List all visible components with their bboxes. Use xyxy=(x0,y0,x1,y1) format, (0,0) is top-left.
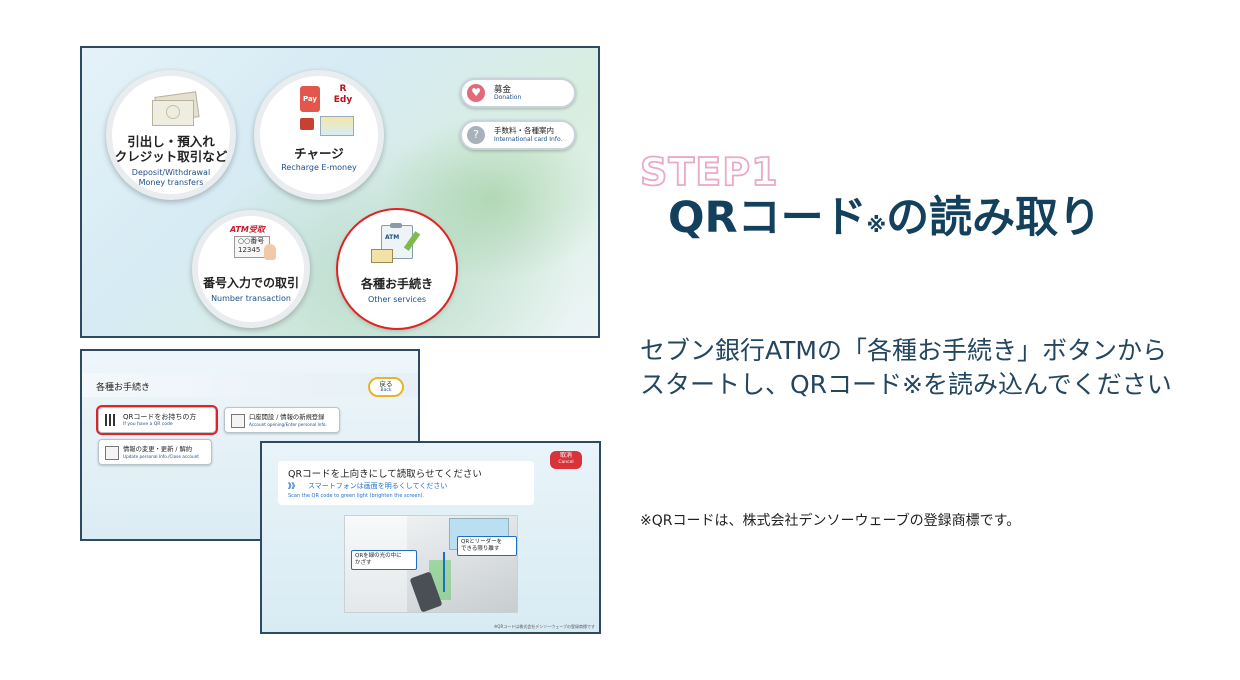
edy-icon: R Edy xyxy=(333,84,353,105)
instruction-panel: QRコードを上向きにして読取らせてください 》》 スマートフォンは画面を明るくし… xyxy=(278,461,534,505)
scan-illustration: QRを緑の光の中に かざす QRとリーダーを できる限り離す xyxy=(344,515,518,613)
donation-en-label: Donation xyxy=(494,94,522,101)
pay-icon: Pay xyxy=(300,86,320,112)
cash-icon xyxy=(152,91,200,126)
qr-code-button[interactable]: QRコードをお持ちの方 If you have a QR code xyxy=(96,405,218,435)
id-card-icon xyxy=(371,249,393,263)
charge-button[interactable]: Pay R Edy チャージ Recharge E-money xyxy=(254,70,384,200)
procedures-title: 各種お手続き xyxy=(96,383,151,393)
withdraw-en-line1: Deposit/Withdrawal xyxy=(131,168,211,177)
heart-icon: ♥ xyxy=(467,84,485,102)
withdraw-label-line1: 引出し・預入れ xyxy=(127,134,215,149)
procedures-header-bar xyxy=(82,373,418,397)
step-label: STEP1 xyxy=(639,149,779,195)
question-icon: ? xyxy=(467,126,485,144)
trademark-note: ※QRコードは、株式会社デンソーウェーブの登録商標です。 xyxy=(640,513,1021,529)
cancel-button[interactable]: 取消 Cancel xyxy=(550,451,582,469)
account-opening-button[interactable]: 口座開設 / 情報の新規登録 Account opening/Enter per… xyxy=(224,407,340,433)
prepaid-card-icon xyxy=(320,116,354,136)
update-info-button[interactable]: 情報の変更・更新 / 解約 Update personal Info./Clos… xyxy=(98,439,212,465)
back-en-label: Back xyxy=(380,388,392,393)
update-info-en-label: Update personal Info./Close account xyxy=(123,454,199,459)
donation-label: 募金 xyxy=(494,85,512,95)
headline: QRコード※の読み取り xyxy=(668,190,1128,253)
fees-info-button[interactable]: ? 手数料・各種案内 International card Info. xyxy=(460,120,576,150)
up-down-arrow-icon xyxy=(443,552,445,592)
withdraw-deposit-button[interactable]: 引出し・預入れ クレジット取引など Deposit/Withdrawal Mon… xyxy=(106,70,236,200)
finger-icon xyxy=(264,244,276,260)
ic-card-icon xyxy=(300,118,314,130)
other-services-button[interactable]: ATM 各種お手続き Other services xyxy=(336,208,458,330)
form-icon xyxy=(231,414,245,428)
screen-footnote: ※QRコードは株式会社デンソーウェーブの登録商標です xyxy=(493,624,595,629)
callout-left: QRを緑の光の中に かざす xyxy=(351,550,417,570)
headline-part-b: の読み取り xyxy=(886,193,1102,243)
instruction-text: QRコードを上向きにして読取らせてください xyxy=(288,469,482,480)
number-transaction-label: 番号入力での取引 xyxy=(202,276,299,290)
headline-trademark-mark: ※ xyxy=(866,213,887,237)
charge-label: チャージ xyxy=(294,146,344,161)
qr-code-en-label: If you have a QR code xyxy=(123,422,173,427)
atm-main-menu-screen: 引出し・預入れ クレジット取引など Deposit/Withdrawal Mon… xyxy=(80,46,600,338)
fees-en-label: International card Info. xyxy=(494,136,563,143)
update-info-label: 情報の変更・更新 / 解約 xyxy=(123,446,193,453)
number-transaction-button[interactable]: ATM受取 ○○番号 12345 番号入力での取引 Number transac… xyxy=(192,210,310,328)
cancel-en-label: Cancel xyxy=(558,460,574,465)
brighten-marker: 》》 xyxy=(288,482,299,490)
charge-en-label: Recharge E-money xyxy=(281,163,357,172)
donation-button[interactable]: ♥ 募金 Donation xyxy=(460,78,576,108)
back-button[interactable]: 戻る Back xyxy=(368,377,404,397)
other-services-en-label: Other services xyxy=(367,295,427,304)
callout-right: QRとリーダーを できる限り離す xyxy=(457,536,517,556)
body-text: セブン銀行ATMの「各種お手続き」ボタンからスタートし、QRコード※を読み込んで… xyxy=(640,336,1172,399)
brighten-en-text: Scan the QR code to green light (brighte… xyxy=(288,493,425,499)
withdraw-en-line2: Money transfers xyxy=(138,178,204,187)
qr-icon xyxy=(105,414,117,426)
brighten-text: スマートフォンは画面を明るくしてください xyxy=(308,482,448,490)
document-check-icon xyxy=(105,446,119,460)
withdraw-label-line2: クレジット取引など xyxy=(114,149,228,164)
number-transaction-en-label: Number transaction xyxy=(211,294,291,303)
back-label: 戻る xyxy=(379,380,393,388)
account-opening-label: 口座開設 / 情報の新規登録 xyxy=(249,414,325,421)
qr-scan-screen: 取消 Cancel QRコードを上向きにして読取らせてください 》》 スマートフ… xyxy=(260,441,601,634)
atm-receive-label-icon: ATM受取 xyxy=(230,225,265,234)
qr-code-label: QRコードをお持ちの方 xyxy=(123,413,197,421)
cancel-label: 取消 xyxy=(559,452,572,459)
other-services-label: 各種お手続き xyxy=(360,277,433,291)
headline-part-a: QRコード xyxy=(668,193,867,243)
fees-label: 手数料・各種案内 xyxy=(494,126,554,135)
account-opening-en-label: Account opening/Enter personal Info. xyxy=(249,422,327,427)
